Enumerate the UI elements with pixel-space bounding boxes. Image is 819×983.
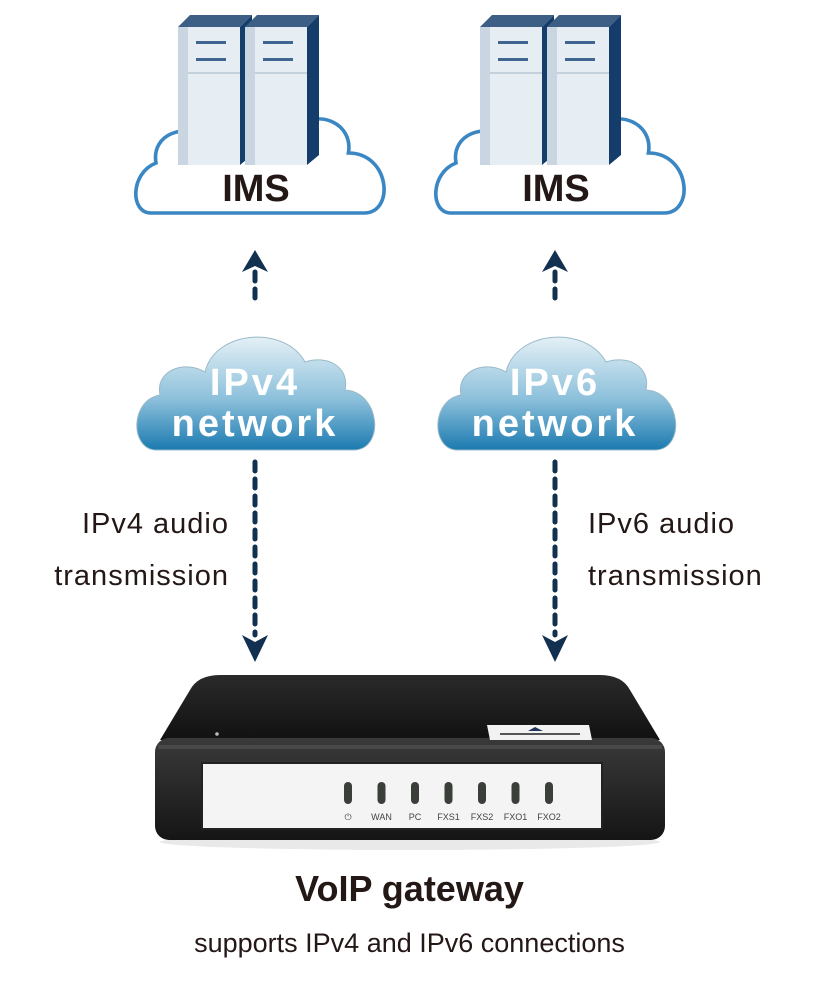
arrow-down-left — [242, 459, 268, 662]
ipv6-network-line2: network — [471, 403, 639, 445]
brand-label — [487, 725, 592, 740]
ipv4-transmission-label: IPv4 audio transmission — [54, 498, 229, 602]
ipv4-transmission-line2: transmission — [54, 560, 229, 592]
arrow-down-right — [542, 459, 568, 662]
server-icon-right-1 — [480, 15, 554, 165]
led-indicator — [377, 782, 386, 804]
led-indicator — [411, 782, 419, 804]
ipv6-network-label: IPv6 network — [445, 363, 665, 445]
server-icon-right-2 — [547, 15, 621, 165]
server-icon-left-1 — [178, 15, 252, 165]
led-indicator — [545, 782, 553, 804]
ipv4-network-label: IPv4 network — [145, 363, 365, 445]
voip-gateway-device — [155, 675, 665, 850]
server-icon-left-2 — [245, 15, 319, 165]
port-label: FXO2 — [537, 812, 561, 822]
ims-label-left: IMS — [222, 168, 290, 210]
port-label: FXS2 — [470, 812, 494, 822]
ipv4-network-line1: IPv4 — [209, 362, 301, 404]
port-label: FXS1 — [437, 812, 460, 822]
ims-label-right: IMS — [522, 168, 590, 210]
port-label: ⏻ — [344, 812, 352, 822]
ipv6-transmission-label: IPv6 audio transmission — [588, 498, 763, 602]
led-indicator — [478, 782, 486, 804]
device-title: VoIP gateway — [295, 868, 524, 909]
led-indicator — [444, 782, 453, 804]
arrow-up-left — [242, 250, 268, 308]
port-label: FXO1 — [503, 812, 528, 822]
ipv4-transmission-line1: IPv4 audio — [81, 508, 229, 540]
ipv6-network-line1: IPv6 — [509, 362, 601, 404]
led-indicator — [344, 782, 352, 804]
ipv4-network-line2: network — [171, 403, 339, 445]
device-subtitle: supports IPv4 and IPv6 connections — [194, 928, 625, 958]
arrow-up-right — [542, 250, 568, 308]
ipv6-transmission-line2: transmission — [588, 560, 763, 592]
port-label: WAN — [371, 812, 392, 822]
ipv6-transmission-line1: IPv6 audio — [588, 508, 736, 540]
led-indicator — [511, 782, 520, 804]
port-label: PC — [408, 812, 422, 822]
